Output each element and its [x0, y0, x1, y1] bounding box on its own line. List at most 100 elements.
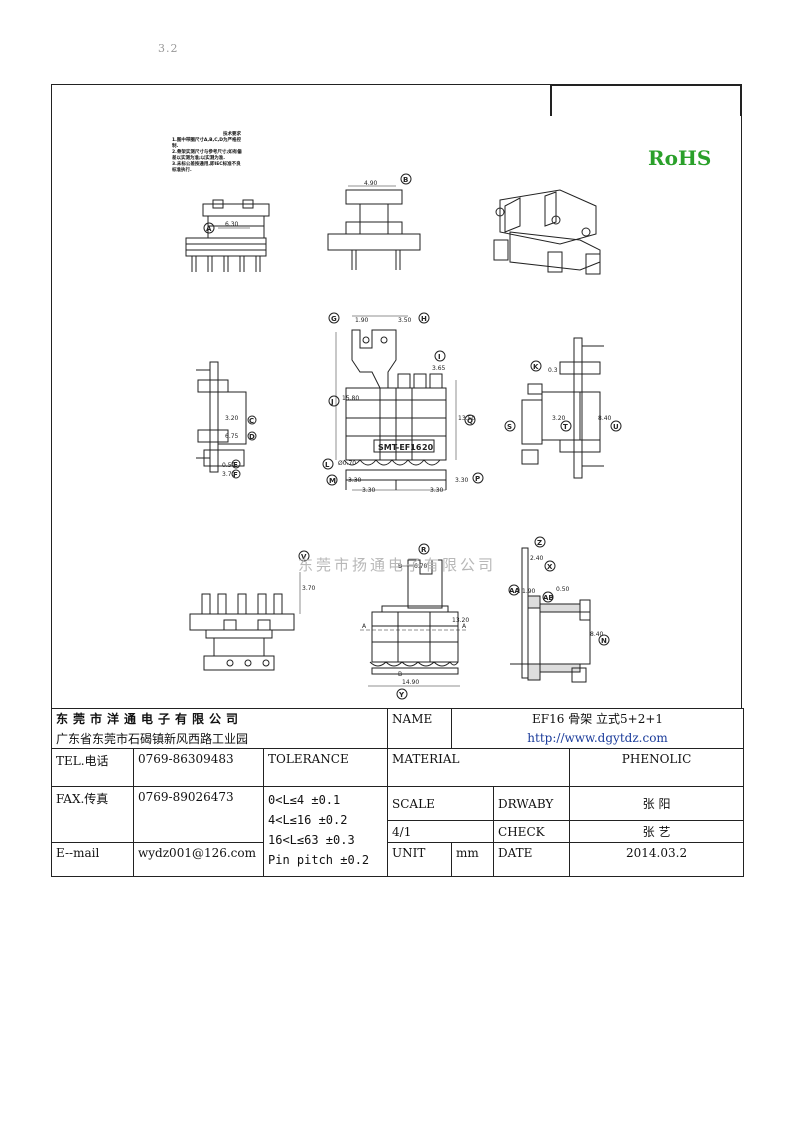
- tolerance-row: 4<L≤16 ±0.2: [268, 813, 348, 827]
- check-value: 张 艺: [569, 820, 745, 843]
- drawby-label: DRWABY: [493, 786, 571, 821]
- part-number: SMT-EF16: [378, 443, 422, 452]
- circle-label-ab: AB: [543, 594, 554, 602]
- circle-label-d: D: [249, 433, 255, 441]
- circle-label-l: L: [325, 461, 330, 469]
- circle-label-e: E: [233, 461, 238, 469]
- circle-label-aa: AA: [509, 587, 520, 595]
- circle-label-n: N: [601, 637, 607, 645]
- scale-label: SCALE: [387, 786, 495, 821]
- unit-label: UNIT: [387, 842, 453, 877]
- fax-label: FAX.传真: [51, 786, 134, 843]
- circle-label-g: G: [331, 315, 337, 323]
- dim-n: 8.40: [590, 631, 604, 638]
- circle-label-k: K: [533, 363, 539, 371]
- date-value: 2014.03.2: [569, 842, 745, 877]
- company-address: 广东省东莞市石碣镇新风西路工业园: [50, 728, 389, 749]
- drawing-frame: [51, 84, 742, 708]
- email-label: E--mail: [51, 842, 134, 877]
- dim-left-c: 3.20: [225, 415, 239, 422]
- date-label: DATE: [493, 842, 571, 877]
- dim-left-d: 6.75: [225, 433, 239, 440]
- section-label-a-right: A: [462, 623, 467, 630]
- section-label-b-top: B: [398, 563, 402, 570]
- dim-t: 3.20: [552, 415, 566, 422]
- material-label: MATERIAL: [387, 748, 571, 787]
- rohs-mark: RoHS: [648, 146, 712, 170]
- notes-line: 1.图中带圈尺寸A,B,C,D为严格控: [172, 138, 242, 143]
- tel-label: TEL.电话: [51, 748, 134, 787]
- side-view-top: [327, 173, 421, 270]
- dim-h: 3.50: [398, 317, 412, 324]
- notes-line: 差以实测为准;以实测为准.: [172, 156, 226, 161]
- circle-label-h: H: [421, 315, 427, 323]
- dim-m2: 3.30: [362, 487, 376, 494]
- dim-j: 15.80: [342, 395, 359, 402]
- technical-notes: 技术要求 1.图中带圈尺寸A,B,C,D为严格控 制. 2.骨架实测尺寸与参考尺…: [172, 132, 292, 174]
- iso-view: [493, 189, 601, 275]
- page-mark: 3.2: [158, 42, 179, 55]
- circle-label-t: T: [563, 423, 568, 431]
- left-side-view: [196, 361, 257, 479]
- material-value: PHENOLIC: [569, 748, 745, 787]
- check-label: CHECK: [493, 820, 571, 843]
- dim-left-e: 0.50: [222, 462, 236, 469]
- email-value[interactable]: wydz001@126.com: [133, 842, 264, 877]
- drawby-value: 张 阳: [569, 786, 745, 821]
- notes-line: 2.骨架实测尺寸与参考尺寸;如有偏: [172, 150, 242, 155]
- company-url[interactable]: http://www.dgytdz.com: [451, 728, 745, 749]
- dim-p: 3.30: [455, 477, 469, 484]
- dim-w: 13.20: [452, 617, 469, 624]
- circle-label-p: P: [475, 475, 480, 483]
- name-value: EF16 骨架 立式5+2+1: [451, 708, 745, 729]
- section-label-a-left: A: [362, 623, 367, 630]
- title-block: 东莞市洋通电子有限公司 NAME EF16 骨架 立式5+2+1 广东省东莞市石…: [50, 708, 745, 880]
- dim-side: 3.70: [302, 585, 316, 592]
- circle-label-i: I: [438, 353, 441, 361]
- dim-top-width: 6.30: [225, 221, 239, 228]
- company-name: 东莞市洋通电子有限公司: [50, 708, 389, 729]
- unit-value: mm: [451, 842, 495, 877]
- circle-label-c: C: [249, 417, 254, 425]
- dim-left-f: 3.70: [222, 471, 236, 478]
- circle-label-s: S: [507, 423, 512, 431]
- dim-u: 8.40: [598, 415, 612, 422]
- dim-ab: 0.50: [556, 586, 570, 593]
- dim-v: 6.70: [414, 563, 428, 570]
- name-label: NAME: [387, 708, 453, 749]
- dim-g: 1.90: [355, 317, 369, 324]
- dim-k: 0.3: [548, 367, 558, 374]
- tolerance-label: TOLERANCE: [262, 748, 389, 787]
- circle-label-q: Q: [467, 417, 473, 425]
- notes-line: 制.: [172, 144, 179, 149]
- dim-l: Ø0.70: [338, 460, 356, 467]
- technical-drawing: 6.30 A 4.90 B: [185, 173, 622, 700]
- tolerance-row: Pin pitch ±0.2: [268, 853, 370, 867]
- circle-label-j: J: [330, 398, 334, 406]
- dim-q: 13.50: [458, 415, 475, 422]
- title-tab: [550, 84, 742, 116]
- tel-value: 0769-86309483: [133, 748, 264, 787]
- fax-value: 0769-89026473: [133, 786, 264, 843]
- circle-label-m: M: [329, 477, 336, 485]
- right-side-view: [504, 337, 622, 479]
- circle-label-x: X: [547, 563, 553, 571]
- dim-aa: 1.90: [522, 588, 536, 595]
- dim-i: 3.65: [432, 365, 446, 372]
- tolerance-row: 16<L≤63 ±0.3: [268, 833, 355, 847]
- notes-line: 3.未标公差按通用,即IEC标准不良: [172, 162, 241, 167]
- bottom-left-view: [189, 550, 310, 671]
- section-view: [360, 543, 468, 700]
- notes-title: 技术要求: [223, 132, 241, 137]
- front-view-top: [185, 199, 270, 272]
- dim-m: 3.30: [348, 477, 362, 484]
- scale-value: 4/1: [387, 820, 495, 843]
- circle-label-f: F: [233, 471, 238, 479]
- dim-side-width: 4.90: [364, 180, 378, 187]
- main-top-view: [322, 312, 484, 491]
- dim-z: 2.40: [530, 555, 544, 562]
- circle-label-z: Z: [537, 539, 542, 547]
- circle-label-a: A: [206, 225, 212, 233]
- circle-label-u: U: [613, 423, 619, 431]
- tolerance-table: 0<L≤4 ±0.1 4<L≤16 ±0.2 16<L≤63 ±0.3 Pin …: [262, 786, 389, 877]
